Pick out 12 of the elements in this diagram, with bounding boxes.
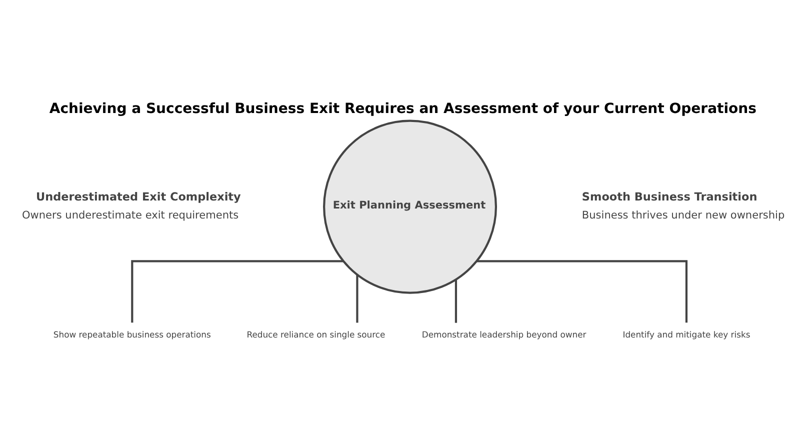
connector [356,274,358,323]
node-text: Show repeatable business operations [53,330,211,340]
connector [131,260,344,323]
diagram-title: Achieving a Successful Business Exit Requires an Assessment of your Current Operations [49,101,757,118]
node-text: Demonstrate leadership beyond owner [422,330,586,340]
node-text: Smooth Business Transition Business thrives under new ownership [582,190,785,222]
connector [476,260,688,323]
node-text: Reduce reliance on single source [246,330,386,340]
node-text: Underestimated Exit Complexity Owners underestimate exit requirements [22,190,241,222]
node-circle: Exit Planning Assessment [323,120,498,294]
node-text: Identify and mitigate key risks [622,330,750,340]
connector [454,279,458,323]
